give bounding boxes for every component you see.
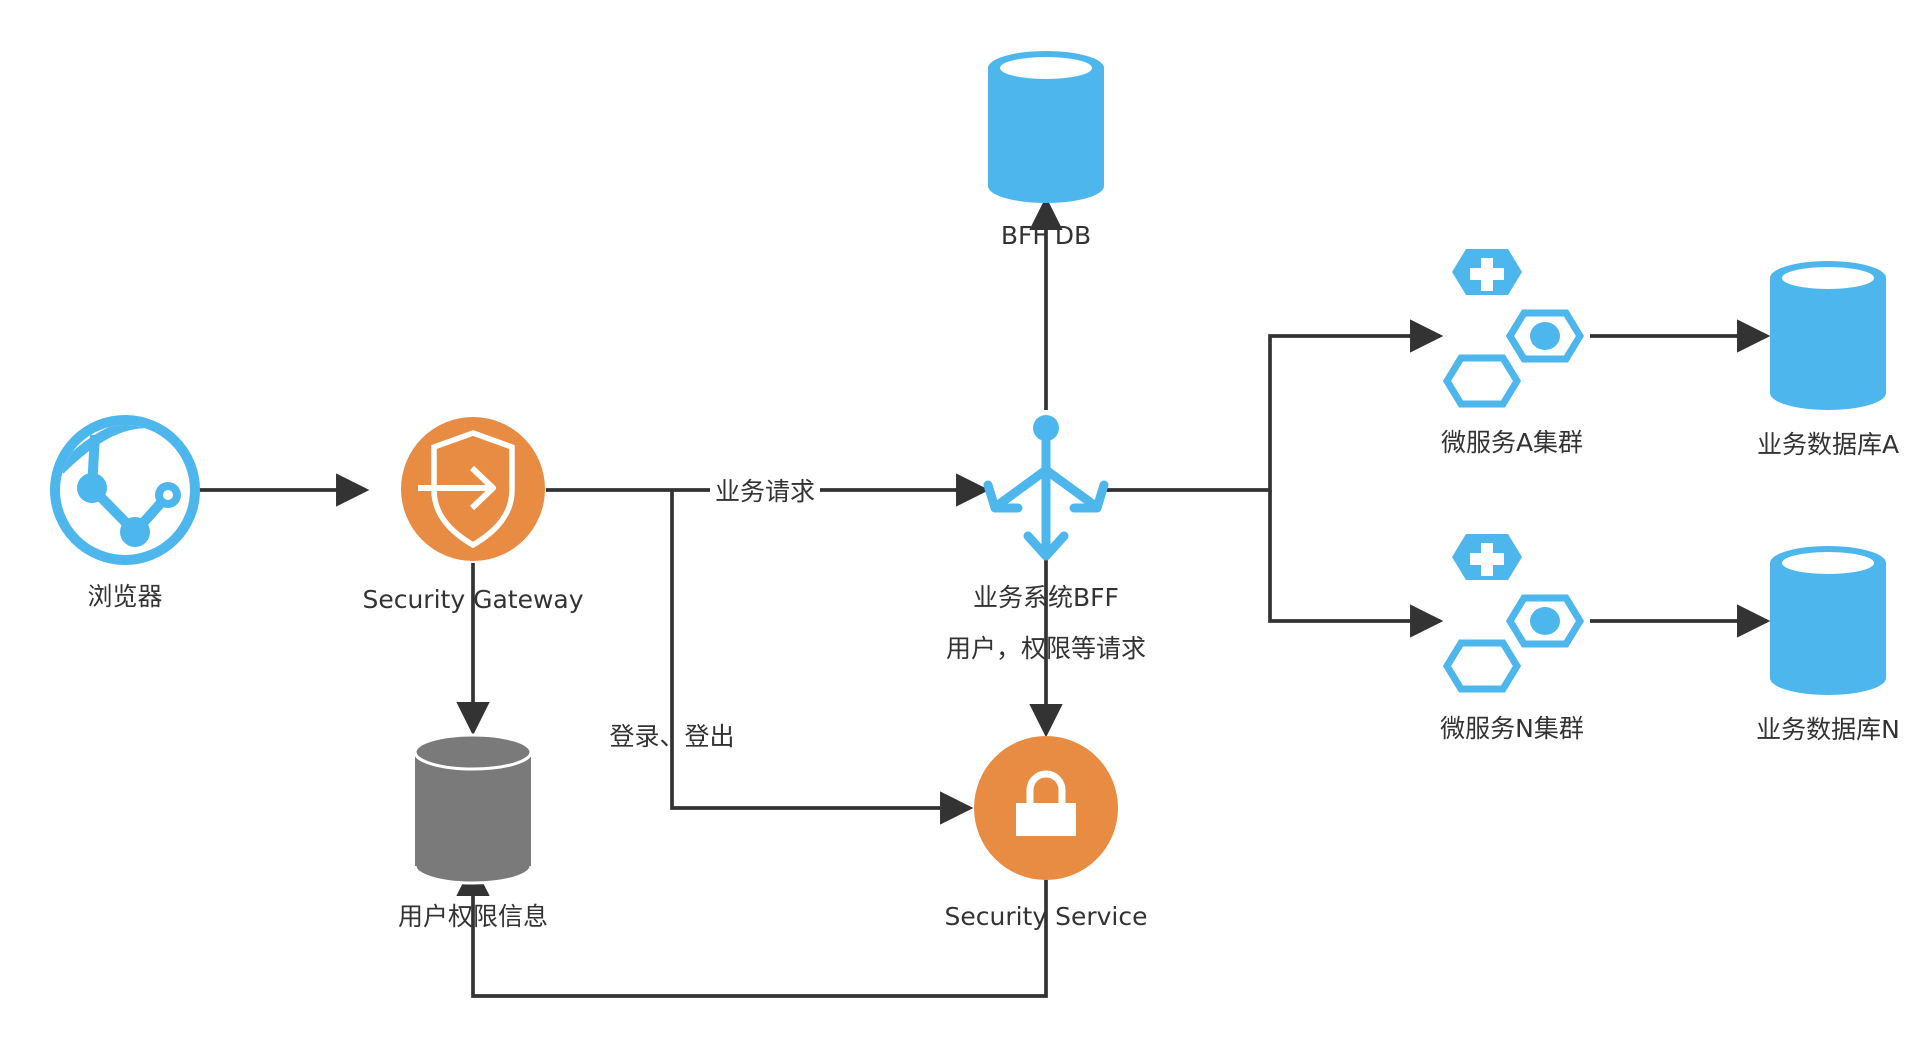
node-browser[interactable]: 浏览器 xyxy=(50,415,200,611)
globe-network-icon xyxy=(50,415,200,565)
node-label-user-permission-db: 用户权限信息 xyxy=(398,902,548,931)
edge-security-service-to-user-db xyxy=(456,862,1048,998)
load-balancer-icon xyxy=(983,415,1109,561)
node-user-permission-db[interactable]: 用户权限信息 xyxy=(398,733,548,931)
edges xyxy=(198,196,1771,998)
node-cluster-n[interactable]: 微服务N集群 xyxy=(1440,534,1585,743)
database-icon xyxy=(988,51,1104,203)
node-label-bff-db: BFF DB xyxy=(1001,221,1091,250)
node-label-db-a: 业务数据库A xyxy=(1757,430,1899,459)
service-cluster-icon xyxy=(1442,249,1585,408)
node-label-bff: 业务系统BFF xyxy=(973,583,1119,612)
edge-bff-to-cluster-n xyxy=(1268,490,1444,638)
edge-label-business-request: 业务请求 xyxy=(715,477,815,506)
edge-bff-to-cluster-a xyxy=(1100,319,1444,492)
service-cluster-icon xyxy=(1442,534,1585,693)
node-security-gateway[interactable]: Security Gateway xyxy=(362,417,584,616)
database-icon xyxy=(1770,546,1886,695)
node-label-cluster-n: 微服务N集群 xyxy=(1440,714,1584,743)
node-bff-db[interactable]: BFF DB xyxy=(988,51,1104,250)
node-security-service[interactable]: Security Service xyxy=(944,736,1148,931)
edge-label-login-logout: 登录、登出 xyxy=(609,722,734,751)
node-label-cluster-a: 微服务A集群 xyxy=(1441,428,1583,457)
node-label-security-gateway: Security Gateway xyxy=(362,585,583,614)
database-icon xyxy=(413,733,533,885)
node-bff[interactable]: 业务系统BFF xyxy=(973,415,1119,612)
edge-labels: 业务请求 登录、登出 用户，权限等请求 xyxy=(609,474,1146,751)
node-label-db-n: 业务数据库N xyxy=(1756,715,1900,744)
node-cluster-a[interactable]: 微服务A集群 xyxy=(1441,249,1585,457)
database-icon xyxy=(1770,261,1886,410)
edge-gateway-to-security-service xyxy=(670,490,974,825)
node-label-browser: 浏览器 xyxy=(87,582,162,611)
lock-icon xyxy=(974,736,1118,880)
node-db-n[interactable]: 业务数据库N xyxy=(1756,546,1900,744)
edge-label-user-permission-request: 用户，权限等请求 xyxy=(946,634,1146,663)
node-label-security-service: Security Service xyxy=(944,902,1147,931)
shield-gateway-icon xyxy=(401,417,545,561)
node-db-a[interactable]: 业务数据库A xyxy=(1757,261,1899,459)
